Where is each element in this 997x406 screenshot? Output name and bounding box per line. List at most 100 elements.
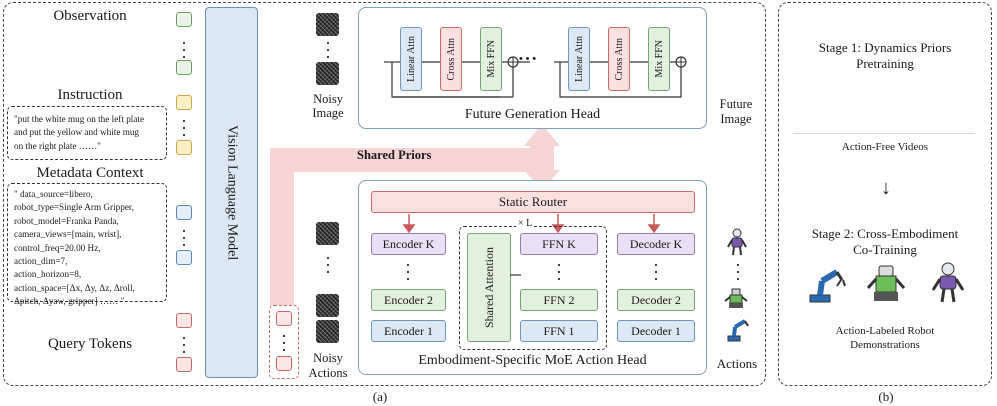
noisy-action-patch (316, 222, 339, 245)
encoder-2: Encoder 2 (371, 289, 446, 311)
mix-ffn-block: Mix FFN (480, 27, 502, 91)
vlm-label: Vision Language Model (224, 124, 240, 261)
vision-language-model: Vision Language Model (205, 7, 258, 378)
decoder-2-label: Decoder 2 (631, 292, 681, 307)
ffn-k-label: FFN K (542, 236, 576, 251)
metadata-token (176, 250, 192, 265)
times-l-label: × L (516, 218, 535, 229)
linear-attn-label: Linear Attn (573, 36, 585, 82)
panel-b-frame (778, 2, 992, 386)
ffn-2: FFN 2 (520, 289, 598, 311)
encoder-2-label: Encoder 2 (384, 292, 433, 307)
metadata-box: " data_source=libero, robot_type=Single … (7, 183, 167, 306)
stage1-title-2: Pretraining (856, 56, 914, 71)
stage-arrow-icon: ↓ (881, 177, 891, 199)
decoder-k: Decoder K (617, 233, 695, 255)
decoder-2: Decoder 2 (617, 289, 695, 311)
dots-icon: ··· (556, 255, 562, 289)
query-token (176, 357, 192, 372)
encoder-k: Encoder K (371, 233, 446, 255)
ellipsis: • • • (519, 53, 537, 65)
metadata-line: Δpitch, Δyaw, gripper] …… " (14, 296, 125, 307)
metadata-line: " data_source=libero, (14, 189, 93, 199)
cross-attn-block: Cross Attn (608, 27, 630, 91)
moe-head-title: Embodiment-Specific MoE Action Head (418, 353, 647, 368)
stage2-title-1: Stage 2: Cross-Embodiment (811, 226, 959, 241)
decoder-1: Decoder 1 (617, 320, 695, 342)
query-token (276, 356, 292, 371)
video-frames-strip (793, 133, 975, 134)
noisy-image-patch (316, 13, 339, 36)
ffn-1-label: FFN 1 (543, 323, 575, 338)
mix-ffn-block: Mix FFN (648, 27, 670, 91)
observation-token (176, 60, 192, 75)
actions-label: Actions (716, 356, 758, 371)
metadata-line: action_dim=7, (14, 256, 68, 267)
instruction-line-2: and put the yellow and white mug (14, 127, 140, 138)
future-head-title: Future Generation Head (464, 107, 601, 122)
instruction-line-3: on the right plate ……" (14, 140, 101, 151)
shared-attention-connector (510, 274, 521, 276)
noisy-action-patch (316, 320, 339, 343)
noisy-image-patch (316, 62, 339, 85)
metadata-line: camera_views=[main, wrist], (14, 229, 122, 240)
instruction-line-1: "put the white mug on the left plate (14, 114, 145, 124)
query-token (276, 311, 292, 326)
future-head-connectors (384, 56, 687, 98)
dots-icon: ··· (653, 255, 659, 289)
dots-icon: ··· (181, 33, 187, 67)
linear-attn-label: Linear Attn (405, 36, 417, 82)
dots-icon: ··· (735, 255, 741, 289)
future-image-label-2: Image (720, 112, 752, 126)
dots-icon: ··· (181, 328, 187, 362)
observation-label: Observation (53, 8, 127, 24)
shared-priors-label: Shared Priors (357, 148, 432, 162)
encoder-1-label: Encoder 1 (384, 323, 433, 338)
encoder-1: Encoder 1 (371, 320, 446, 342)
caption-b: (b) (878, 389, 894, 404)
observation-token (176, 12, 192, 27)
metadata-line: action_space=[Δx, Δy, Δz, Δroll, (14, 282, 135, 293)
query-token (176, 313, 192, 328)
mix-ffn-label: Mix FFN (653, 40, 665, 78)
dots-icon: ··· (281, 326, 287, 360)
dots-icon: ··· (181, 221, 187, 255)
static-router-label: Static Router (498, 194, 568, 209)
action-free-videos-label: Action-Free Videos (841, 141, 929, 153)
future-image-label-1: Future (719, 97, 753, 111)
stage2-title-2: Co-Training (853, 242, 917, 257)
metadata-line: action_horizon=8, (14, 269, 82, 280)
humanoid-robot-icon (931, 262, 965, 303)
mobile-robot-icon (724, 288, 748, 308)
static-router: Static Router (371, 191, 695, 213)
robot-arm-icon (809, 269, 846, 303)
decoder-k-label: Decoder K (629, 236, 683, 251)
caption-a: (a) (372, 389, 388, 404)
dots-icon: ··· (325, 33, 331, 67)
router-arrows (402, 214, 661, 234)
linear-attn-block: Linear Attn (568, 27, 590, 91)
shared-attention: Shared Attention (467, 233, 511, 342)
shared-attention-label: Shared Attention (481, 247, 496, 328)
metadata-line: control_freq=20.00 Hz, (14, 242, 101, 253)
mobile-robot-icon (866, 265, 906, 301)
noisy-actions-label-1: Noisy (313, 351, 343, 365)
dots-icon: ··· (325, 248, 331, 282)
dots-icon: ··· (405, 255, 411, 289)
query-tokens-label: Query Tokens (47, 336, 133, 352)
metadata-label: Metadata Context (36, 165, 144, 181)
cross-attn-block: Cross Attn (440, 27, 462, 91)
cross-attn-label: Cross Attn (613, 37, 625, 81)
instruction-token (176, 140, 192, 155)
stage1-title-1: Stage 1: Dynamics Priors (818, 40, 952, 55)
linear-attn-block: Linear Attn (400, 27, 422, 91)
instruction-label: Instruction (57, 87, 123, 103)
dots-icon: ··· (181, 111, 187, 145)
instruction-token (176, 95, 192, 110)
metadata-line: robot_type=Single Arm Gripper, (14, 202, 134, 213)
humanoid-robot-icon (727, 228, 747, 256)
ffn-2-label: FFN 2 (543, 292, 575, 307)
robot-arm-icon (727, 319, 749, 342)
instruction-box: "put the white mug on the left plate and… (7, 106, 167, 160)
metadata-token (176, 205, 192, 220)
